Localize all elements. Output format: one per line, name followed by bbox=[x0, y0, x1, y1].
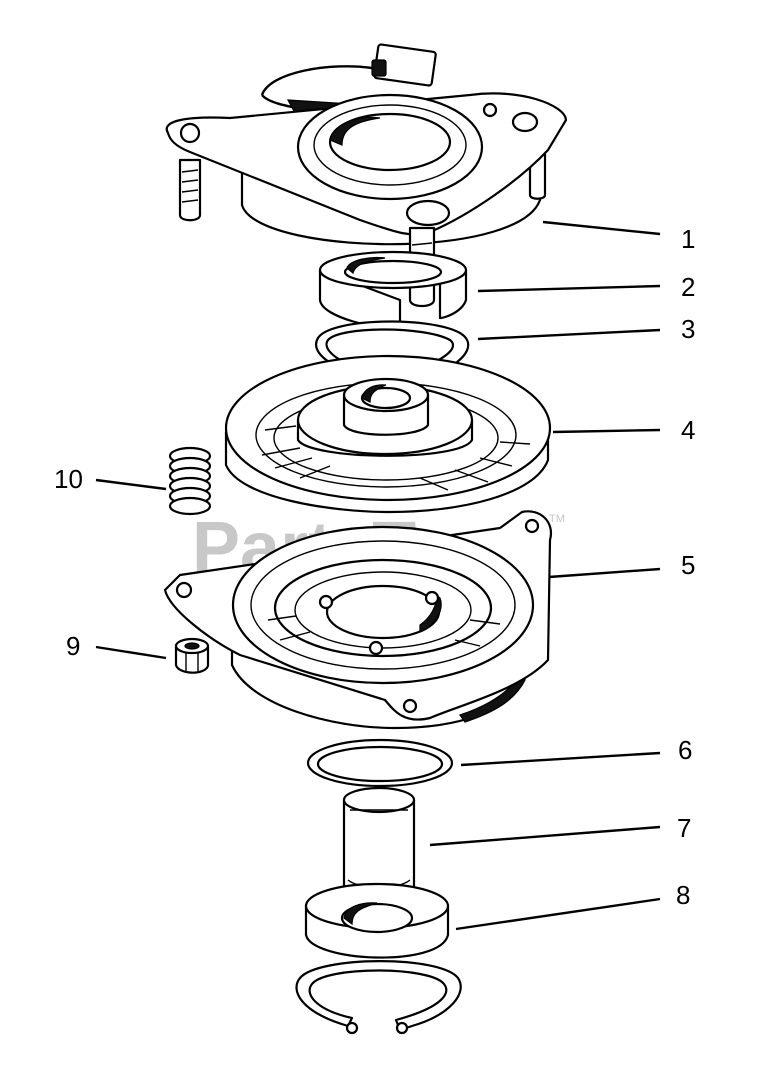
callout-label-8: 8 bbox=[676, 880, 690, 910]
callout-label-7: 7 bbox=[677, 813, 691, 843]
leader-line-5 bbox=[548, 567, 661, 579]
callout-5: 5 bbox=[548, 550, 695, 580]
watermark-trademark: TM bbox=[549, 513, 565, 525]
leader-line-1 bbox=[542, 220, 661, 236]
part-6-snap-ring[interactable] bbox=[306, 738, 454, 788]
callout-label-6: 6 bbox=[678, 735, 692, 765]
callout-3: 3 bbox=[477, 314, 695, 344]
leader-line-3 bbox=[477, 328, 661, 341]
callout-label-3: 3 bbox=[681, 314, 695, 344]
callout-label-1: 1 bbox=[681, 224, 695, 254]
callout-9: 9 bbox=[66, 631, 167, 661]
leader-line-7 bbox=[429, 825, 661, 847]
callout-7: 7 bbox=[429, 813, 691, 847]
callout-2: 2 bbox=[477, 272, 695, 302]
leader-line-10 bbox=[95, 478, 167, 491]
callout-4: 4 bbox=[552, 415, 695, 445]
leader-line-6 bbox=[460, 751, 661, 767]
callout-label-10: 10 bbox=[54, 464, 83, 494]
retaining-ring[interactable] bbox=[295, 960, 462, 1035]
part-8-bearing[interactable] bbox=[304, 882, 450, 959]
part-5-field-housing[interactable] bbox=[163, 510, 553, 730]
part-10-spring[interactable] bbox=[168, 446, 212, 516]
callout-label-9: 9 bbox=[66, 631, 80, 661]
part-9-nut[interactable] bbox=[174, 637, 210, 674]
part-2-bearing[interactable] bbox=[318, 250, 468, 330]
callout-6: 6 bbox=[460, 735, 692, 767]
callout-label-4: 4 bbox=[681, 415, 695, 445]
callout-8: 8 bbox=[455, 880, 690, 931]
callout-label-5: 5 bbox=[681, 550, 695, 580]
part-1-housing[interactable] bbox=[165, 43, 568, 308]
leader-line-2 bbox=[477, 284, 661, 293]
leader-line-4 bbox=[552, 428, 661, 434]
callout-10: 10 bbox=[54, 464, 167, 494]
callout-1: 1 bbox=[542, 220, 695, 254]
leader-line-8 bbox=[455, 897, 661, 931]
callout-label-2: 2 bbox=[681, 272, 695, 302]
leader-line-9 bbox=[95, 645, 167, 660]
part-4-pulley[interactable] bbox=[224, 354, 552, 514]
